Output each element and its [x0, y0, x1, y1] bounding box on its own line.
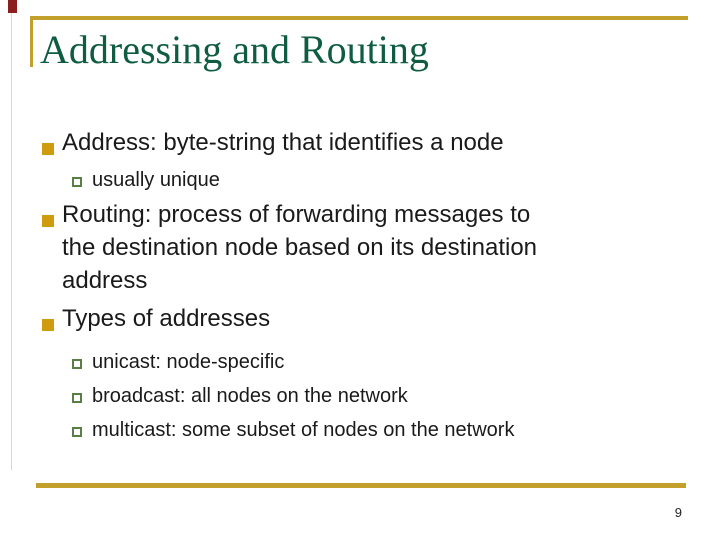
hollow-square-bullet-icon — [72, 393, 82, 403]
title-corner-rule — [30, 16, 33, 67]
hollow-square-bullet-icon — [72, 177, 82, 187]
page-number: 9 — [674, 505, 682, 520]
slide-title: Addressing and Routing — [40, 27, 429, 72]
bullet-line: the destination node based on its destin… — [62, 234, 538, 261]
hollow-square-bullet-icon — [72, 427, 82, 437]
sub-bullet-line: unicast: node-specific — [92, 351, 285, 373]
bullet-line: Types of addresses — [62, 305, 271, 332]
filled-square-bullet-icon — [42, 215, 54, 227]
bullet-line: address — [62, 267, 148, 294]
accent-rect — [8, 0, 17, 13]
left-margin-line — [11, 13, 12, 470]
footer-rule — [36, 483, 686, 488]
hollow-square-bullet-icon — [72, 359, 82, 369]
bullet-line: Address: byte-string that identifies a n… — [62, 129, 504, 156]
sub-bullet-line: usually unique — [92, 169, 220, 191]
title-top-rule — [30, 16, 688, 20]
sub-bullet-line: multicast: some subset of nodes on the n… — [92, 419, 515, 441]
filled-square-bullet-icon — [42, 143, 54, 155]
sub-bullet-line: broadcast: all nodes on the network — [92, 385, 408, 407]
filled-square-bullet-icon — [42, 319, 54, 331]
bullet-line: Routing: process of forwarding messages … — [62, 201, 531, 228]
